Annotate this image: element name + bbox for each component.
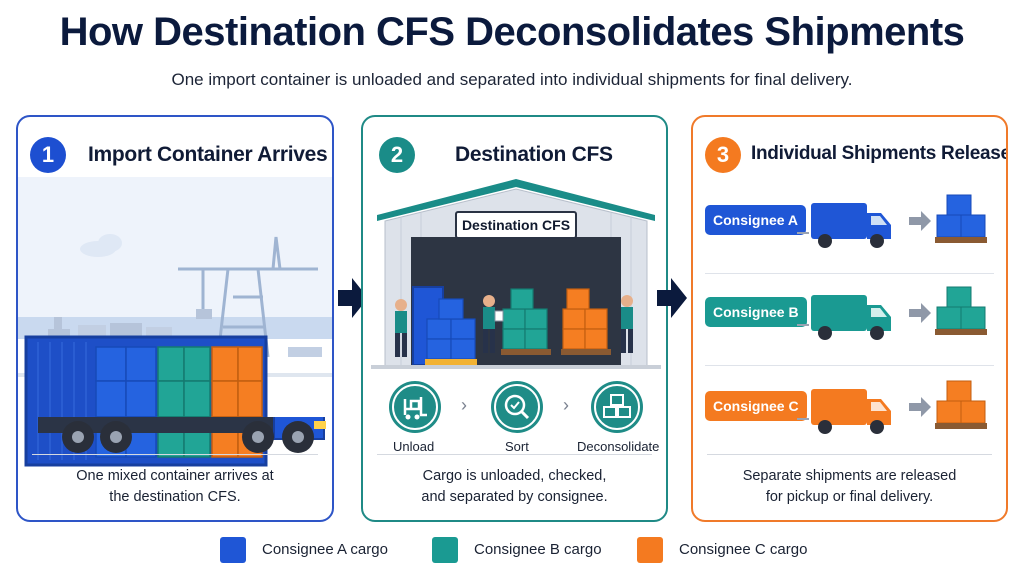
caption-line: Separate shipments are released xyxy=(742,468,957,484)
page-title: How Destination CFS Deconsolidates Shipm… xyxy=(59,10,965,54)
panel-caption: One mixed container arrives at the desti… xyxy=(18,466,332,508)
consignee-row-a: Consignee A xyxy=(705,189,997,259)
arrow-right-icon xyxy=(909,397,931,417)
legend-swatch xyxy=(637,537,663,563)
delivery-truck-icon xyxy=(797,203,891,248)
consignee-label-c: Consignee C xyxy=(705,391,807,421)
forklift-icon xyxy=(389,381,441,433)
panel-title: Import Container Arrives xyxy=(88,143,328,166)
consignee-row-c: Consignee C xyxy=(705,375,997,445)
step-label-unload: Unload xyxy=(393,439,435,454)
cfs-process-steps: Unload › Sort › Deconsolidate xyxy=(381,379,659,459)
caption-line: Cargo is unloaded, checked, xyxy=(422,468,607,484)
arrow-right-icon xyxy=(909,303,931,323)
panel-divider xyxy=(377,454,652,455)
panel-individual-shipments-released: 3 Individual Shipments Released Consigne… xyxy=(691,115,1008,522)
panel-destination-cfs: 2 Destination CFS Destination CFS xyxy=(361,115,668,522)
panel-caption: Separate shipments are released for pick… xyxy=(693,466,1006,508)
pallet-boxes-icon xyxy=(935,286,987,335)
caption-line: and separated by consignee. xyxy=(421,489,608,505)
row-separator xyxy=(705,365,994,366)
caption-line: the destination CFS. xyxy=(109,489,241,505)
worker-icon xyxy=(621,295,633,353)
panel-title: Individual Shipments Released xyxy=(751,143,1008,164)
consignee-label-a: Consignee A xyxy=(705,205,807,235)
port-truck-illustration xyxy=(18,177,332,467)
mixed-container-icon xyxy=(24,335,268,467)
panel-caption: Cargo is unloaded, checked, and separate… xyxy=(363,466,666,508)
legend-label: Consignee B cargo xyxy=(474,541,602,558)
legend-swatch xyxy=(220,537,246,563)
caption-line: for pickup or final delivery. xyxy=(765,489,934,505)
step-badge-1: 1 xyxy=(30,137,66,173)
panel-divider xyxy=(707,454,992,455)
worker-icon xyxy=(483,295,504,353)
cfs-floor-cargo xyxy=(371,286,661,369)
truck-wheel-icon xyxy=(62,421,314,453)
step-label-sort: Sort xyxy=(505,439,529,454)
legend-swatch xyxy=(432,537,458,563)
legend: Consignee A cargo Consignee B cargo Cons… xyxy=(0,534,1024,564)
caption-line: One mixed container arrives at xyxy=(76,468,274,484)
pallet-boxes-icon xyxy=(935,380,987,429)
step-badge-2: 2 xyxy=(379,137,415,173)
step-label-deconsolidate: Deconsolidate xyxy=(577,439,660,454)
cloud-icon xyxy=(82,299,106,311)
arrow-right-icon xyxy=(909,211,931,231)
magnifier-check-icon xyxy=(491,381,543,433)
panel-import-container-arrives: 1 Import Container Arrives xyxy=(16,115,334,522)
arrow-right-icon xyxy=(338,278,368,318)
truck-cab-icon xyxy=(38,417,326,453)
row-separator xyxy=(705,273,994,274)
gantry-crane-icon xyxy=(178,236,318,358)
cfs-sign: Destination CFS xyxy=(455,211,577,239)
delivery-truck-icon xyxy=(797,295,891,340)
worker-icon xyxy=(395,299,407,357)
legend-label: Consignee C cargo xyxy=(679,541,808,558)
step-badge-3: 3 xyxy=(705,137,741,173)
boxes-icon xyxy=(591,381,643,433)
consignee-label-b: Consignee B xyxy=(705,297,807,327)
delivery-truck-icon xyxy=(797,389,891,434)
panel-title: Destination CFS xyxy=(455,143,613,166)
pallet-boxes-icon xyxy=(935,194,987,243)
chevron-right-icon: › xyxy=(563,395,569,415)
page-subtitle: One import container is unloaded and sep… xyxy=(171,70,853,89)
consignee-row-b: Consignee B xyxy=(705,281,997,351)
chevron-right-icon: › xyxy=(461,395,467,415)
panel-divider xyxy=(32,454,318,455)
legend-label: Consignee A cargo xyxy=(262,541,388,558)
arrow-right-icon xyxy=(657,278,687,318)
